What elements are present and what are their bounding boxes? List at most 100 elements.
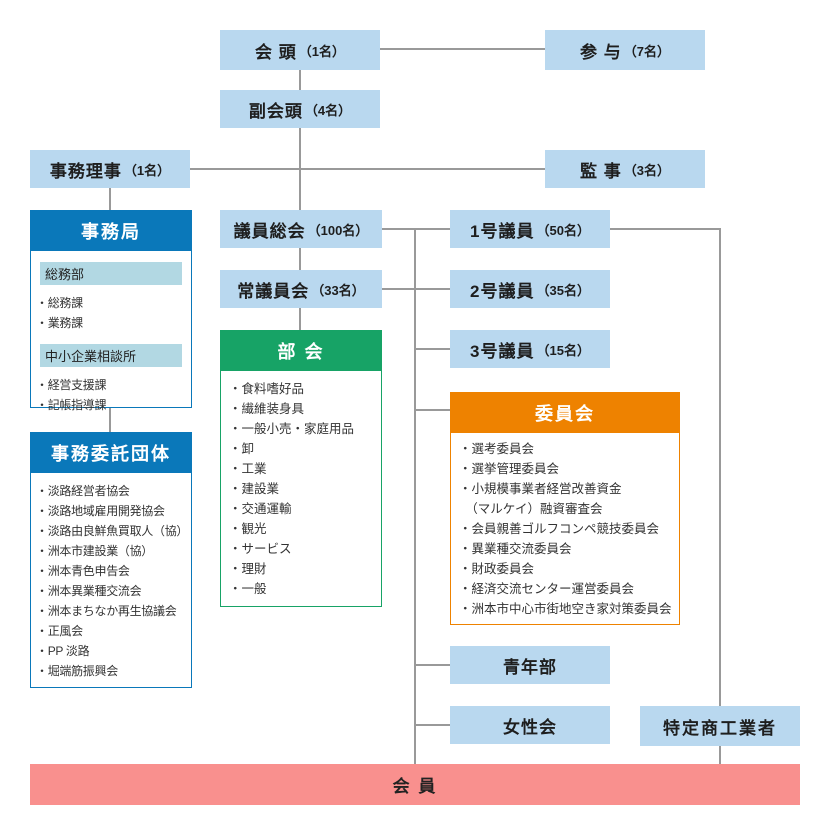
list-item: ・食料嗜好品 [229, 382, 305, 396]
list-item: ・業務課 [36, 316, 83, 330]
node-ichigo-giin-label: 1号議員 [470, 221, 535, 241]
connector-trunk-iinkai [414, 409, 450, 411]
node-seinenbu-label: 青年部 [503, 657, 557, 677]
node-sango-giin: 3号議員（15名） [450, 330, 610, 368]
node-giin-sokai-count: （100名） [307, 222, 369, 238]
jimukyoku-section-sodanjo-list: ・経営支援課・記帳指導課 [31, 375, 191, 415]
iinkai-list: ・選考委員会・選挙管理委員会・小規模事業者経営改善資金 （マルケイ）融資審査会・… [451, 439, 679, 619]
node-fukukaicho-label: 副会頭 [248, 101, 303, 121]
panel-iinkai: 委員会 ・選考委員会・選挙管理委員会・小規模事業者経営改善資金 （マルケイ）融資… [450, 392, 680, 625]
list-item: ・サービス [229, 542, 292, 556]
panel-bukai: 部 会 ・食料嗜好品・繊維装身具・一般小売・家庭用品・卸・工業・建設業・交通運輸… [220, 330, 382, 607]
node-giin-sokai-label: 議員総会 [233, 221, 306, 241]
list-item: ・洲本市中心市街地空き家対策委員会 [459, 602, 672, 616]
connector-jimuriji-jimukyoku [109, 188, 111, 210]
list-item: ・観光 [229, 522, 267, 536]
list-item: ・淡路経営者協会 [36, 484, 130, 498]
panel-bukai-title: 部 会 [221, 331, 381, 371]
list-item: ・異業種交流委員会 [459, 542, 572, 556]
node-nigo-giin-count: （35名） [536, 282, 590, 298]
node-kanji-label: 監 事 [580, 161, 622, 181]
connector-ichigo-right [610, 228, 720, 230]
list-item: ・一般 [229, 582, 267, 596]
connector-jogiinkai-bukai [299, 308, 301, 330]
node-kanji-count: （3名） [623, 162, 670, 178]
list-item: ・洲本市建設業（協） [36, 544, 154, 558]
node-sanyo-count: （7名） [623, 43, 670, 59]
list-item: ・選考委員会 [459, 442, 535, 456]
connector-kaicho-fukukaicho [299, 70, 301, 90]
connector-right-trunk [719, 228, 721, 706]
node-giin-sokai: 議員総会（100名） [220, 210, 382, 248]
node-fukukaicho: 副会頭（4名） [220, 90, 380, 128]
connector-sokai-ichigo [382, 228, 450, 230]
list-item: ・交通運輸 [229, 502, 292, 516]
panel-jimukyoku-title: 事務局 [31, 211, 191, 251]
node-jogiinkai: 常議員会（33名） [220, 270, 382, 308]
connector-kaicho-sanyo [380, 48, 545, 50]
list-item: ・経営支援課 [36, 378, 107, 392]
node-jogiinkai-label: 常議員会 [237, 281, 310, 301]
connector-trunk-sango [414, 348, 450, 350]
list-item: ・記帳指導課 [36, 398, 107, 412]
node-sanyo-label: 参 与 [580, 42, 622, 62]
node-ichigo-giin-count: （50名） [536, 222, 590, 238]
connector-jimuriji-kanji [190, 168, 545, 170]
panel-jimu-itaku-dantai: 事務委託団体 ・淡路経営者協会・淡路地域雇用開発協会・淡路由良鮮魚買取人（協）・… [30, 432, 192, 688]
list-item: ・堀端筋振興会 [36, 664, 118, 678]
node-sango-giin-label: 3号議員 [470, 341, 535, 361]
node-kanji: 監 事（3名） [545, 150, 705, 188]
panel-jimukyoku: 事務局 総務部 ・総務課・業務課 中小企業相談所 ・経営支援課・記帳指導課 [30, 210, 192, 412]
jimu-itaku-dantai-list: ・淡路経営者協会・淡路地域雇用開発協会・淡路由良鮮魚買取人（協） ・洲本市建設業（… [31, 481, 191, 681]
list-item: ・建設業 [229, 482, 280, 496]
member-bar: 会 員 [30, 764, 800, 805]
connector-sokai-jogiinkai [299, 248, 301, 270]
list-item: ・一般小売・家庭用品 [229, 422, 355, 436]
node-tokutei-shokogyosha: 特定商工業者 [640, 706, 800, 746]
list-item: ・総務課 [36, 296, 83, 310]
connector-tokutei-kaiin [719, 746, 721, 764]
list-item: ・会員親善ゴルフコンペ競技委員会 [459, 522, 660, 536]
node-jimuriji: 事務理事（1名） [30, 150, 190, 188]
list-item: ・財政委員会 [459, 562, 535, 576]
node-sango-giin-count: （15名） [536, 342, 590, 358]
node-kaicho-count: （1名） [298, 43, 345, 59]
node-kaicho: 会 頭（1名） [220, 30, 380, 70]
node-jimuriji-label: 事務理事 [49, 161, 122, 181]
list-item: ・PP 淡路 [36, 644, 90, 658]
list-item: ・洲本異業種交流会 [36, 584, 142, 598]
panel-jimu-itaku-dantai-title: 事務委託団体 [31, 433, 191, 473]
node-nigo-giin-label: 2号議員 [470, 281, 535, 301]
node-ichigo-giin: 1号議員（50名） [450, 210, 610, 248]
list-item: ・洲本青色申告会 [36, 564, 130, 578]
list-item: ・工業 [229, 462, 267, 476]
list-item: ・繊維装身具 [229, 402, 305, 416]
connector-main-trunk [414, 228, 416, 764]
member-bar-label: 会 員 [392, 777, 438, 796]
jimukyoku-section-somubu-list: ・総務課・業務課 [31, 293, 191, 333]
list-item: ・洲本まちなか再生協議会 [36, 604, 177, 618]
list-item: ・小規模事業者経営改善資金 [459, 482, 622, 496]
list-item: ・淡路由良鮮魚買取人（協） [36, 524, 189, 538]
node-jogiinkai-count: （33名） [311, 282, 365, 298]
node-jimuriji-count: （1名） [123, 162, 171, 178]
bukai-list: ・食料嗜好品・繊維装身具・一般小売・家庭用品・卸・工業・建設業・交通運輸・観光・… [221, 379, 381, 599]
connector-jimukyoku-itaku [109, 408, 111, 432]
node-sanyo: 参 与（7名） [545, 30, 705, 70]
list-item: ・選挙管理委員会 [459, 462, 560, 476]
list-item: ・淡路地域雇用開発協会 [36, 504, 165, 518]
node-nigo-giin: 2号議員（35名） [450, 270, 610, 308]
connector-trunk-joseikai [414, 724, 450, 726]
list-item: ・理財 [229, 562, 267, 576]
list-item: （マルケイ）融資審査会 [459, 502, 603, 516]
jimukyoku-section-sodanjo-header: 中小企業相談所 [40, 344, 182, 367]
node-kaicho-label: 会 頭 [255, 42, 297, 62]
connector-trunk-seinenbu [414, 664, 450, 666]
node-tokutei-shokogyosha-label: 特定商工業者 [663, 718, 777, 738]
list-item: ・正風会 [36, 624, 83, 638]
node-joseikai-label: 女性会 [503, 717, 557, 737]
connector-jogiinkai-nigo [382, 288, 450, 290]
node-joseikai: 女性会 [450, 706, 610, 744]
panel-iinkai-title: 委員会 [451, 393, 679, 433]
